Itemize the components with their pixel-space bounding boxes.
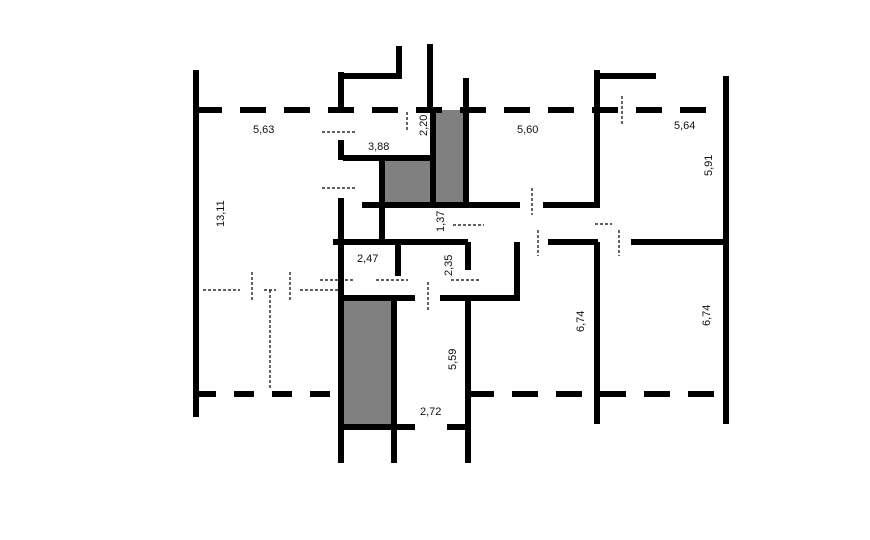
shaft-upper-right — [433, 110, 466, 205]
dimension-labels: 5,63 3,88 2,20 5,60 5,64 5,91 13,11 1,37… — [215, 115, 715, 418]
shafts — [342, 110, 466, 424]
dim-label: 5,64 — [674, 120, 695, 132]
shaft-upper-left — [382, 158, 433, 205]
dim-label: 13,11 — [215, 200, 227, 227]
dim-label: 2,47 — [357, 253, 378, 265]
dim-label: 6,74 — [575, 311, 587, 332]
openings — [203, 96, 623, 390]
walls — [193, 44, 729, 463]
dim-label: 6,74 — [701, 305, 713, 326]
dim-label: 5,60 — [517, 124, 538, 136]
dim-label: 2,72 — [420, 406, 441, 418]
dim-label: 5,59 — [447, 349, 459, 370]
dim-label: 2,20 — [418, 115, 430, 136]
dim-label: 1,37 — [435, 211, 447, 232]
dim-label: 2,35 — [443, 255, 455, 276]
shaft-lower — [342, 298, 393, 424]
dim-label: 5,91 — [703, 155, 715, 176]
dim-label: 5,63 — [253, 124, 274, 136]
dim-label: 3,88 — [368, 141, 389, 153]
grid-lines — [196, 107, 726, 397]
